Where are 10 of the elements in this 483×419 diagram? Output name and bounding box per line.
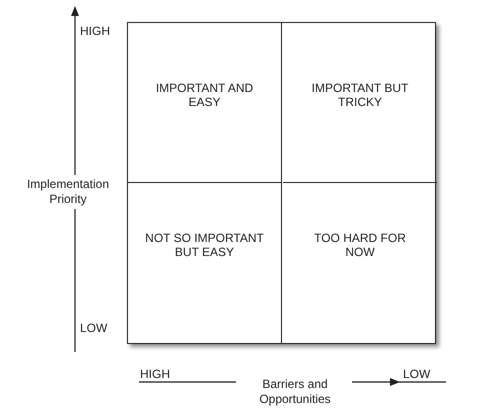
- quadrant-label: IMPORTANT AND EASY: [154, 81, 254, 109]
- quadrant-label: NOT SO IMPORTANT BUT EASY: [144, 231, 264, 259]
- quadrant-label: TOO HARD FOR NOW: [313, 231, 407, 259]
- quadrant-cell: [128, 23, 282, 183]
- axis-label: Barriers and Opportunities: [258, 377, 332, 407]
- axis-label: LOW: [403, 367, 430, 382]
- quadrant-label: IMPORTANT BUT TRICKY: [310, 81, 410, 109]
- axis-label: HIGH: [80, 24, 110, 39]
- axis-label: LOW: [80, 321, 108, 336]
- axis-label: HIGH: [140, 367, 170, 382]
